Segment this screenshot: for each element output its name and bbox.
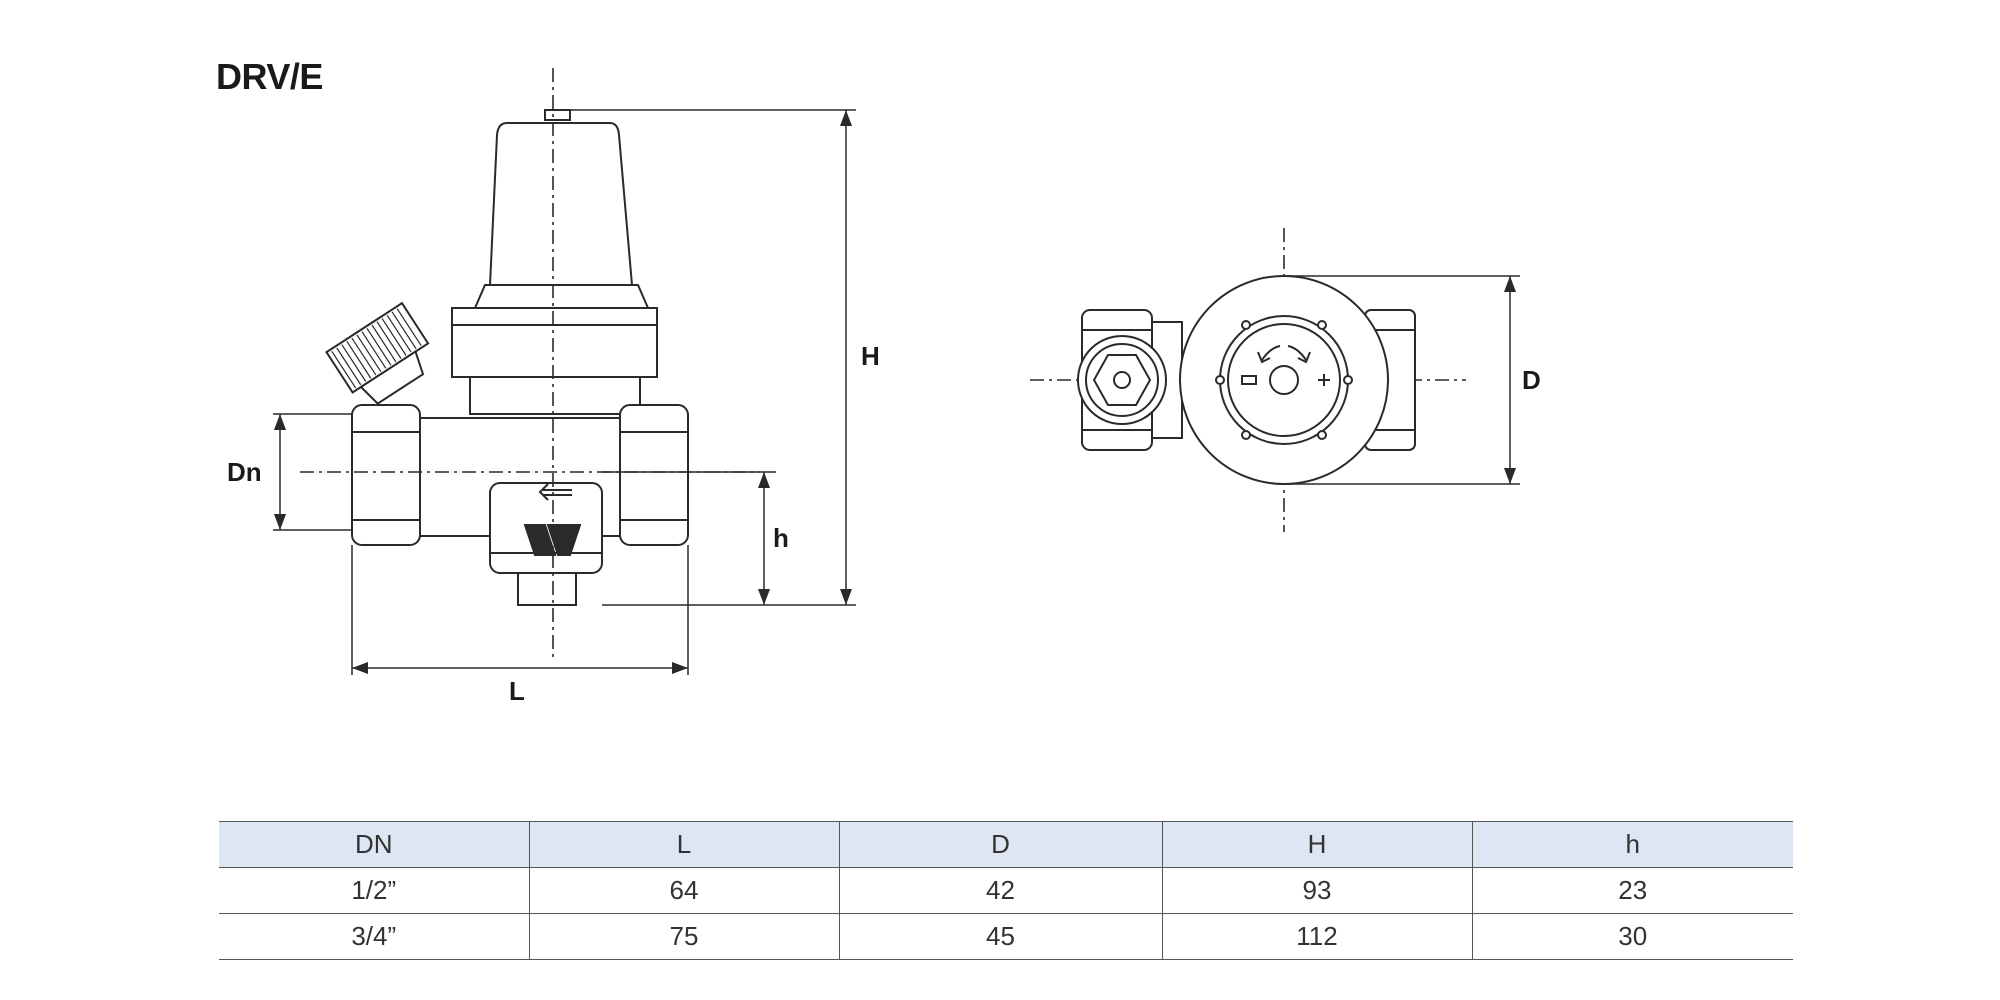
dim-label-D: D xyxy=(1522,365,1541,395)
column-header-h-upper: H xyxy=(1161,821,1472,868)
dim-label-H: H xyxy=(861,341,880,371)
column-header-dn: DN xyxy=(354,829,393,859)
table-cell: 75 xyxy=(528,913,839,960)
table-cell: 64 xyxy=(528,867,839,914)
table-cell: 42 xyxy=(838,867,1162,914)
flow-arrow xyxy=(538,483,572,501)
dimension-arrows xyxy=(274,110,1516,674)
table-cell: 93 xyxy=(1161,867,1472,914)
valve-top-view xyxy=(1077,275,1416,485)
valve-side-view xyxy=(325,109,689,606)
drawing-title: DRV/E xyxy=(216,56,323,97)
dim-label-L: L xyxy=(509,676,525,706)
dimension-lines xyxy=(273,109,1520,675)
dim-label-h: h xyxy=(773,523,789,553)
table-row: 3/4” 75 45 112 30 xyxy=(219,913,1793,960)
dim-label-Dn: Dn xyxy=(227,457,262,487)
table-cell: 45 xyxy=(838,913,1162,960)
table-cell: 3/4” xyxy=(351,921,397,951)
table-header-row: DN L D H h xyxy=(219,821,1793,868)
column-header-l: L xyxy=(528,821,839,868)
table-cell: 23 xyxy=(1471,867,1793,914)
dimension-table: DN L D H h 1/2” 64 42 93 23 3/4” 75 45 1… xyxy=(219,821,1793,960)
column-header-d: D xyxy=(838,821,1162,868)
column-header-h-lower: h xyxy=(1471,821,1793,868)
table-cell: 1/2” xyxy=(351,875,397,905)
table-cell: 112 xyxy=(1161,913,1472,960)
table-cell: 30 xyxy=(1471,913,1793,960)
table-row: 1/2” 64 42 93 23 xyxy=(219,867,1793,914)
